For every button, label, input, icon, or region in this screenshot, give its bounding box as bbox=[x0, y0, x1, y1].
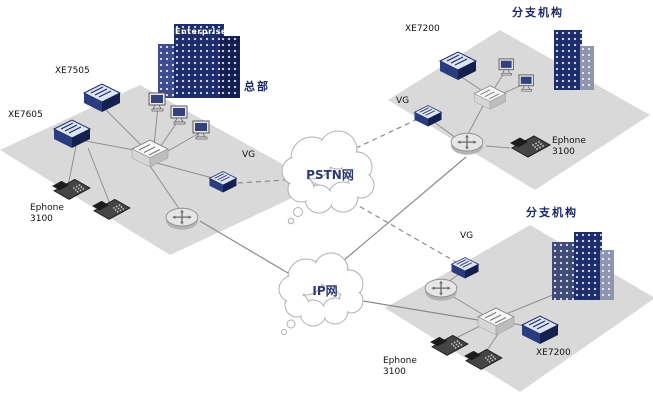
branch-bottom-office-building bbox=[552, 232, 616, 302]
ip-cloud-label: IP网 bbox=[312, 284, 338, 298]
enterprise-building-label: Enterprise bbox=[175, 27, 227, 36]
hq-switch-icon bbox=[130, 138, 170, 170]
link-pstn-to-branch-top-vg bbox=[355, 117, 421, 149]
hq-xe7505-label: XE7505 bbox=[55, 66, 90, 76]
hq-vg-device-icon bbox=[208, 170, 238, 194]
hq-xe7605-label: XE7605 bbox=[8, 110, 43, 120]
branch-top-switch-icon bbox=[472, 84, 508, 112]
branch-bottom-title-label: 分支机构 bbox=[526, 206, 578, 219]
hq-internal-links bbox=[67, 105, 221, 211]
hq-title-label: 总部 bbox=[244, 80, 270, 93]
branch-top-monitor-icon bbox=[498, 58, 518, 76]
branch-bottom-office-tower-b bbox=[574, 232, 602, 300]
ip-cloud bbox=[278, 252, 364, 335]
branch-top-monitor-icon bbox=[518, 74, 538, 92]
enterprise-building-dark-tower bbox=[220, 36, 240, 98]
branch-bottom-office-tower-a bbox=[552, 242, 576, 300]
enterprise-building-side-tower bbox=[158, 44, 178, 98]
link-hq-router-to-ip bbox=[199, 220, 294, 277]
branch-bottom-router-icon bbox=[422, 276, 460, 304]
hq-phone-icon bbox=[88, 190, 134, 224]
link-pstn-to-branch-bottom-vg bbox=[351, 201, 457, 263]
enterprise-building-main-tower bbox=[174, 24, 224, 98]
branch-top-vg-label: VG bbox=[396, 96, 410, 106]
branch-top-vg-device-icon bbox=[413, 104, 443, 128]
hq-router-icon bbox=[163, 205, 201, 233]
enterprise-building: Enterprise bbox=[158, 18, 244, 100]
hq-xe7505-device-icon bbox=[82, 82, 122, 114]
hq-monitor-icon bbox=[148, 92, 170, 112]
ip-links bbox=[199, 156, 479, 321]
link-branch-top-router-to-ip bbox=[342, 156, 467, 262]
branch-top-office-side bbox=[580, 46, 594, 90]
branch-bottom-xe7200-label: XE7200 bbox=[536, 348, 571, 358]
branch-top-title-label: 分支机构 bbox=[512, 6, 564, 19]
branch-bottom-office-side bbox=[600, 250, 614, 300]
pstn-cloud-label: PSTN网 bbox=[306, 168, 354, 182]
branch-bottom-phone-icon bbox=[462, 340, 504, 374]
pstn-cloud bbox=[281, 130, 375, 225]
branch-bottom-switch-icon bbox=[476, 306, 516, 338]
pstn-links bbox=[237, 117, 457, 263]
branch-top-phone-icon bbox=[508, 126, 552, 162]
hq-vg-label: VG bbox=[242, 150, 256, 160]
link-ip-to-branch-bottom-switch bbox=[356, 299, 479, 321]
branch-top-office-tower bbox=[554, 30, 582, 90]
branch-bottom-ephone-label: Ephone 3100 bbox=[383, 356, 417, 377]
branch-top-xe7200-label: XE7200 bbox=[405, 24, 440, 34]
hq-monitor-icon bbox=[192, 120, 214, 140]
hq-xe7605-device-icon bbox=[52, 118, 92, 150]
hq-monitor-icon bbox=[170, 105, 192, 125]
branch-bottom-vg-label: VG bbox=[460, 231, 474, 241]
branch-top-router-icon bbox=[448, 130, 486, 158]
branch-bottom-xe7200-device-icon bbox=[520, 314, 560, 346]
branch-top-office-building bbox=[550, 30, 596, 92]
hq-ephone-label: Ephone 3100 bbox=[30, 203, 64, 224]
branch-top-ephone-label: Ephone 3100 bbox=[552, 136, 586, 157]
branch-bottom-internal-links bbox=[447, 271, 561, 353]
branch-top-xe7200-device-icon bbox=[438, 50, 478, 82]
link-hq-vg-to-pstn bbox=[237, 179, 287, 184]
